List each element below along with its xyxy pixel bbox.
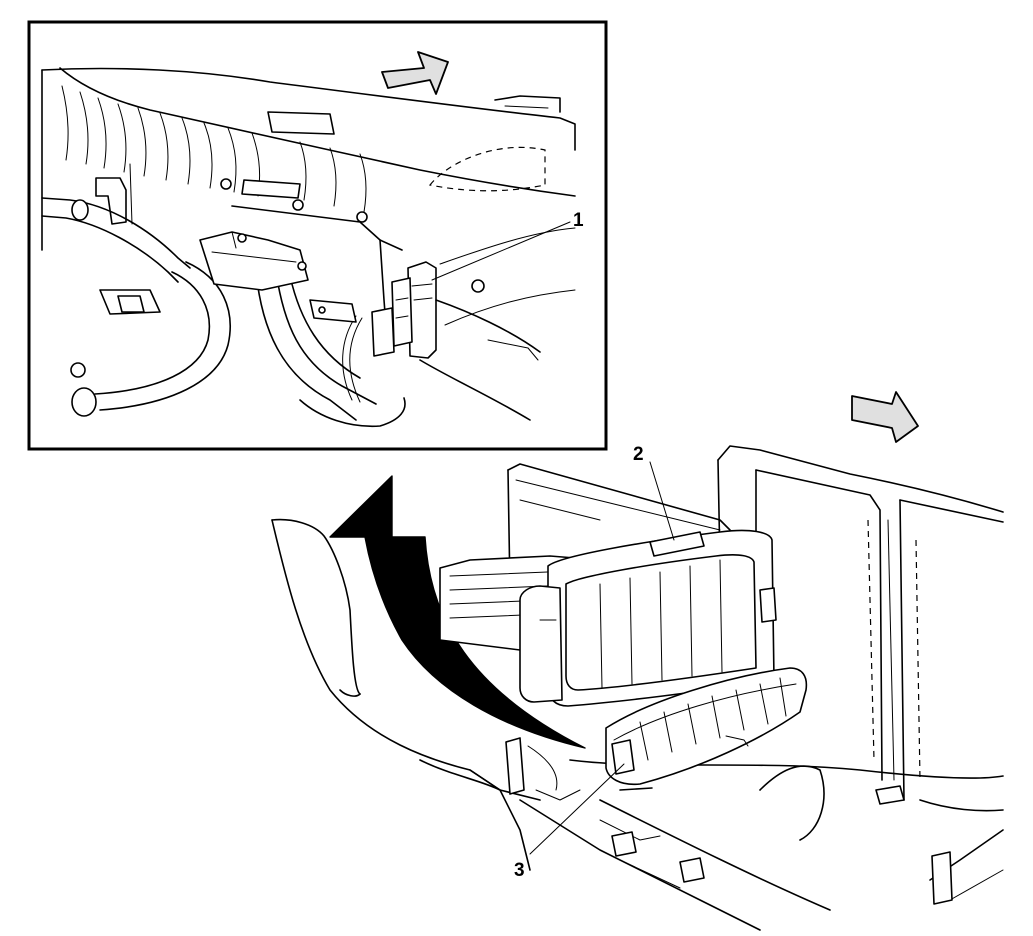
- callout-1-label: 1: [573, 210, 584, 231]
- battery-top-strap: [649, 531, 705, 557]
- inset-connector-bracket: [70, 205, 576, 421]
- callout-2-leader: [649, 461, 675, 541]
- battery-pack-lower-body: [605, 667, 808, 786]
- forward-arrow-icon: [381, 51, 449, 95]
- callout-3-leader: [529, 763, 625, 855]
- forward-arrow-icon: [851, 391, 919, 443]
- detail-inset: 1: [27, 20, 608, 451]
- callout-3: 3: [514, 763, 625, 881]
- callout-1-leader: [431, 221, 571, 281]
- inset-direction-arrow: [381, 51, 449, 95]
- main-direction-arrow: [851, 391, 919, 443]
- callout-2: 2: [633, 444, 675, 541]
- callout-1: 1: [431, 210, 584, 281]
- main-view: 2 3: [271, 391, 1004, 931]
- inset-battery-cover: [41, 67, 576, 293]
- callout-2-label: 2: [633, 444, 644, 465]
- detail-inset-frame: [27, 20, 608, 451]
- callout-3-label: 3: [514, 860, 525, 881]
- battery-pack-lower: [605, 667, 808, 791]
- battery-module-upright: [439, 529, 777, 707]
- service-disconnect-component: [407, 261, 437, 359]
